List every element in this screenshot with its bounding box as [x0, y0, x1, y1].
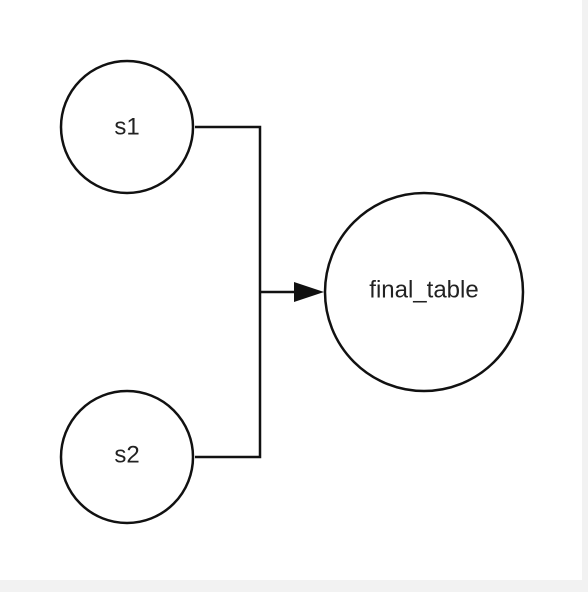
edge-s1-to-final-table	[195, 125, 262, 292]
node-s2[interactable]: s2	[59, 389, 195, 525]
node-final-table-label: final_table	[369, 277, 478, 304]
diagram-canvas: s1 s2 final_table	[0, 0, 582, 580]
node-s1[interactable]: s1	[59, 59, 195, 195]
node-s1-label: s1	[114, 114, 139, 141]
flow-diagram: s1 s2 final_table	[59, 59, 525, 525]
node-final-table[interactable]: final_table	[323, 191, 525, 393]
node-s2-label: s2	[114, 442, 139, 469]
arrowhead-icon	[294, 282, 324, 302]
node-final-table-circle	[323, 191, 525, 393]
edge-s2-to-final-table	[195, 292, 262, 459]
node-s2-circle	[59, 389, 195, 525]
node-s1-circle	[59, 59, 195, 195]
